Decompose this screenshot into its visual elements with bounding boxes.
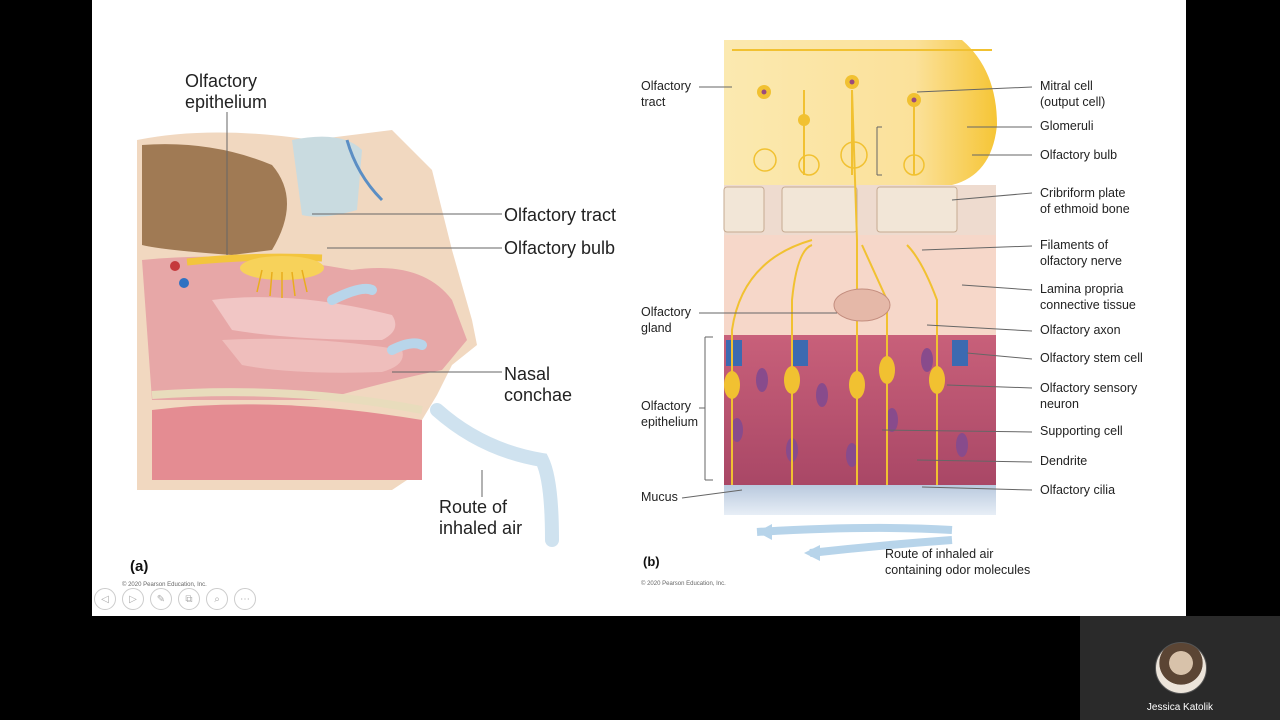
label-olfactory-tract: Olfactory tract — [504, 205, 617, 225]
illustrations — [137, 40, 1033, 561]
panel-a-label: (a) — [130, 558, 149, 575]
label-b-cilia: Olfactory cilia — [1040, 483, 1116, 497]
panel-b-leader-lines — [681, 86, 1033, 499]
label-b-supporting-cell: Supporting cell — [1040, 424, 1123, 438]
panel-b-copyright: © 2020 Pearson Education, Inc. — [641, 581, 726, 587]
more-icon[interactable]: ⋯ — [234, 588, 256, 610]
pen-icon[interactable]: ✎ — [150, 588, 172, 610]
label-route-of-inhaled-air: Route of inhaled air — [439, 497, 523, 538]
label-b-lamina-propria: Lamina propria connective tissue — [1040, 282, 1136, 312]
participant-video-tile[interactable]: Jessica Katolik — [1080, 616, 1280, 720]
label-olfactory-bulb: Olfactory bulb — [504, 238, 616, 258]
participant-name: Jessica Katolik — [1146, 702, 1214, 713]
label-b-olfactory-tract: Olfactory tract — [641, 79, 692, 109]
label-b-stem-cell: Olfactory stem cell — [1040, 351, 1143, 365]
olfactory-epithelium-illustration — [723, 40, 997, 561]
zoom-icon[interactable]: ⌕ — [206, 588, 228, 610]
label-b-mitral-cell: Mitral cell (output cell) — [1040, 79, 1106, 109]
panel-a-copyright: © 2020 Pearson Education, Inc. — [122, 582, 207, 588]
arrow-left-icon[interactable]: ◁ — [94, 588, 116, 610]
label-b-mucus: Mucus — [641, 490, 678, 504]
slideshow-controls: ◁ ▷ ✎ ⧉ ⌕ ⋯ — [94, 588, 256, 610]
label-b-olfactory-gland: Olfactory gland — [641, 305, 692, 335]
label-b-filaments: Filaments of olfactory nerve — [1040, 238, 1122, 268]
slide: Olfactory epithelium Olfactory tract Olf… — [92, 0, 1186, 616]
panel-a-leader-lines — [226, 112, 502, 497]
label-b-glomeruli: Glomeruli — [1040, 119, 1094, 133]
label-b-dendrite: Dendrite — [1040, 454, 1088, 468]
label-b-olfactory-axon: Olfactory axon — [1040, 323, 1121, 337]
label-b-route: Route of inhaled air containing odor mol… — [885, 547, 1031, 577]
label-b-cribriform-plate: Cribriform plate of ethmoid bone — [1040, 186, 1130, 216]
label-b-olfactory-bulb: Olfactory bulb — [1040, 148, 1118, 162]
panel-b-label: (b) — [643, 554, 660, 569]
arrow-right-icon[interactable]: ▷ — [122, 588, 144, 610]
slides-icon[interactable]: ⧉ — [178, 588, 200, 610]
label-b-olfactory-epithelium: Olfactory epithelium — [641, 399, 698, 429]
label-nasal-conchae: Nasal conchae — [504, 364, 573, 405]
nasal-cavity-illustration — [137, 130, 559, 547]
label-olfactory-epithelium: Olfactory epithelium — [185, 71, 268, 112]
avatar — [1155, 642, 1207, 694]
label-b-sensory-neuron: Olfactory sensory neuron — [1040, 381, 1138, 411]
